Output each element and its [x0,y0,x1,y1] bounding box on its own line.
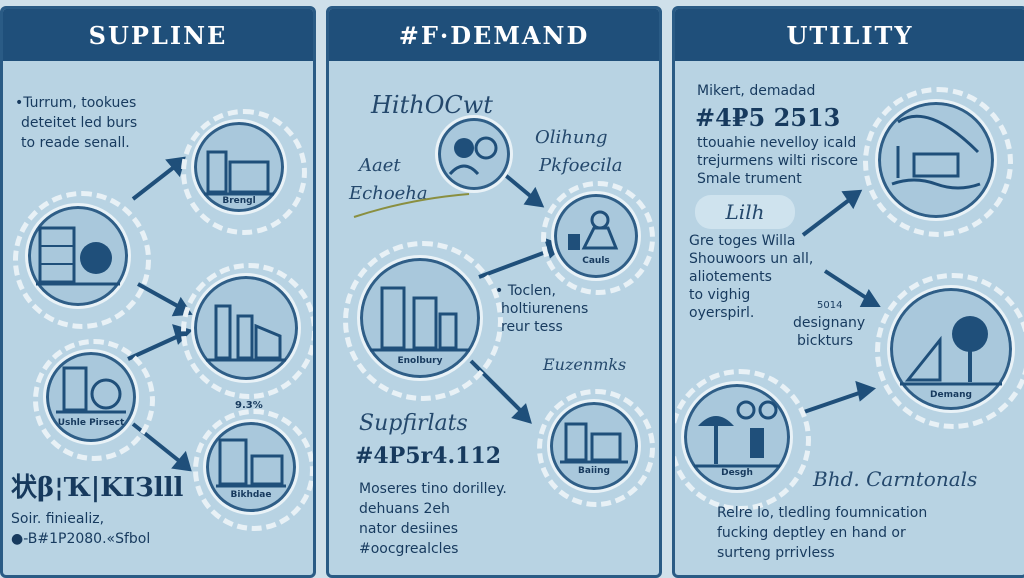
intro-line-1: •Turrum, tookues [15,95,137,111]
intro-line-2: deteitet led burs [21,115,138,131]
intro-line-3: to reade senall. [21,135,130,151]
panel-title: #F·DEMAND [329,9,659,61]
power-plant-icon [891,114,981,190]
footer-line-2: ●-B#1P2080.«Sfbol [11,531,151,547]
site-icon [560,422,628,464]
footer-line-1: Relre lo, tledling foumnication [717,505,928,521]
building-circle: Enolbury [357,255,483,381]
circle-label: Baiing [578,466,610,476]
tick-ring [537,389,655,507]
demand-panel: #F·DEMAND HithOCwt Aaet Echoeha Olihung … [326,6,662,578]
tick-ring [875,273,1024,429]
utility-panel: UTILITY Mikert, demadad #4₽5 2513 ttouah… [672,6,1024,578]
office-circle: Bikhdae [203,419,299,515]
mid-line-2: Shouwoors un all, [689,251,814,267]
tick-ring [541,181,655,295]
script-bottom: Bhd. Carntonals [813,467,978,491]
desc-line-3: Smale trument [697,171,802,187]
body-line-2: dehuans 2eh [359,501,450,517]
tower-circle: Demang [887,285,1015,413]
percent-label: 9.3% [235,400,263,411]
bullet-line-3: reur tess [501,319,563,335]
footer-line-3: surteng prrivless [717,545,835,561]
plant-circle [191,273,301,383]
body-line-4: #oocgrealcles [359,541,459,557]
script-mid: Euzenmks [543,355,627,374]
circle-label: Demang [930,390,972,400]
subtitle: Supfirlats [359,411,468,436]
body-line-3: nator desiines [359,521,459,537]
circle-label: Bikhdae [230,490,272,500]
script-right-1: Olihung [535,127,608,148]
store-icon [56,366,126,414]
factory-circle: Brengl [191,119,287,215]
big-number: #4₽5 2513 [695,103,841,132]
tower-icon [900,316,1002,386]
circle-label: Desgh [721,468,753,478]
tick-ring [193,409,313,531]
circle-label: Cauls [582,256,610,266]
panel-title: SUPLINE [3,9,313,61]
design-line-1: designany [793,315,866,331]
design-circle: Desgh [681,381,793,493]
script-right-2: Pkfoecila [539,155,623,176]
people-icon [448,136,498,176]
footer-line-1: Soir. finiealiz, [11,511,105,527]
flow-arrows [127,156,193,472]
desc-line-1: ttouahie nevelloy icald [697,135,857,151]
flask-icon [568,210,619,250]
bullet-line-2: holtiurenens [501,301,589,317]
warehouse-circle [25,203,131,309]
tick-ring [181,109,307,235]
building-icon [370,286,470,352]
people-circle [435,115,513,193]
tick-ring [863,87,1013,237]
palm-tree-icon [694,400,780,468]
site-circle: Baiing [547,399,641,493]
tick-ring [343,241,503,401]
circle-label: Ushle Pirsect [57,418,125,428]
script-left-2: Echoeha [349,183,428,204]
circle-label: Enolbury [397,356,443,366]
design-line-2: bickturs [797,333,853,349]
script-left-1: Aaet [359,155,401,176]
mid-line-1: Gre toges Willa [689,233,796,249]
mid-line-5: oyerspirl. [689,305,755,321]
lab-circle: Cauls [551,191,641,281]
tick-ring [675,369,811,511]
tick-ring [33,339,155,461]
panel-title: UTILITY [675,9,1024,61]
supline-panel: SUPLINE •Turrum, tookues deteitet led bu… [0,6,316,578]
plant-icon [206,304,286,362]
bullet-line-1: • Toclen, [495,283,556,299]
market-label: Mikert, demadad [697,83,816,99]
factory-icon [204,150,274,196]
tick-ring [13,191,151,329]
office-icon [216,438,286,488]
footer-line-2: fucking deptley en hand or [717,525,906,541]
big-heading: 状β¦Ҡ|ΚΙЗlll [11,473,184,503]
warehouse-icon [36,226,120,286]
small-percent: 5014 [817,300,843,311]
tick-ring [181,263,313,399]
body-line-1: Moseres tino dorilley. [359,481,507,497]
store-circle: Ushle Pirsect [43,349,139,445]
circle-label: Brengl [222,196,256,206]
mid-line-4: to vighig [689,287,751,303]
flow-arrows [800,189,881,415]
script-pill: Lilh [695,195,795,229]
desc-line-2: trejurmens wilti riscore [697,153,859,169]
big-number: #4P5r4.112 [355,443,502,469]
power-plant-circle [875,99,997,221]
mid-line-3: aliotements [689,269,772,285]
script-heading: HithOCwt [371,91,493,119]
